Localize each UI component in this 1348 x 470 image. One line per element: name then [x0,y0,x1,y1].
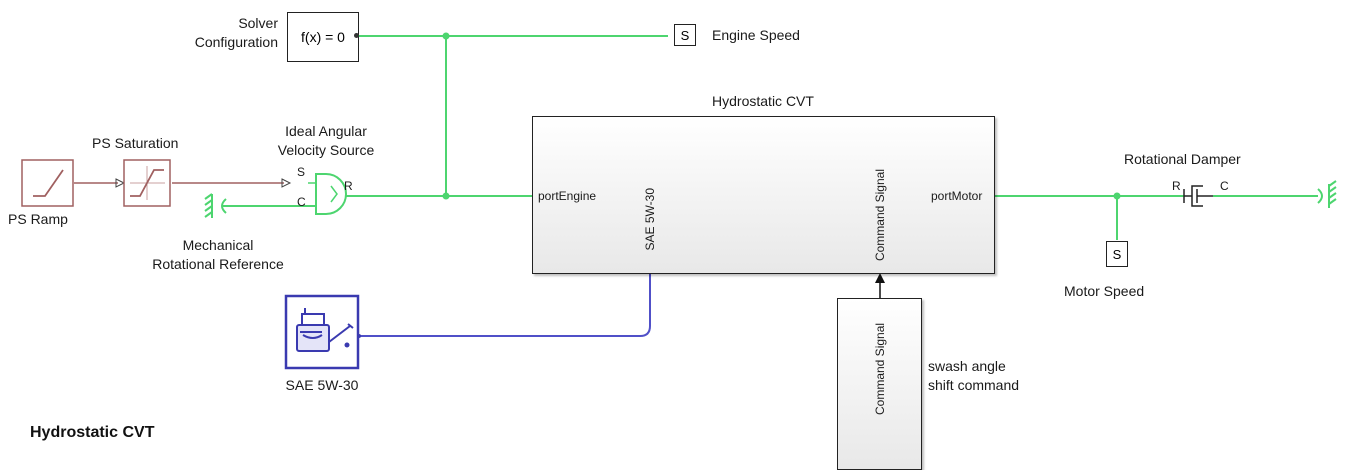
source-arrow-icon [330,185,338,203]
arrowhead-icon [115,178,126,188]
damper-label: Rotational Damper [1124,151,1241,167]
saturation-icon [130,169,164,197]
port-s-label: S [297,165,306,179]
velocity-source-block[interactable] [308,173,347,215]
junction-dot [442,192,450,200]
cvt-subsystem-block[interactable] [532,116,995,274]
damper-block[interactable] [1183,185,1213,207]
ps-saturation-block[interactable] [123,159,171,207]
port-fluid-label: SAE 5W-30 [643,188,657,251]
mech-reference-label: Mechanical Rotational Reference [152,237,284,272]
ps-ramp-label: PS Ramp [8,211,68,227]
motor-speed-label: Motor Speed [1064,283,1145,299]
motor-speed-block[interactable]: S [1106,241,1128,267]
fluid-block[interactable] [284,294,361,370]
ps-ramp-block[interactable] [21,159,74,207]
command-arrowhead-icon [875,273,885,283]
port-engine-label: portEngine [538,189,597,203]
ground-reference-icon [1317,180,1337,208]
oil-can-icon [296,308,354,352]
cvt-title: Hydrostatic CVT [712,93,814,109]
fluid-label: SAE 5W-30 [285,377,359,393]
velocity-source-label: Ideal Angular Velocity Source [277,123,375,158]
junction-dots [442,32,1121,200]
port-motor-label: portMotor [931,189,983,203]
fluid-wire[interactable] [359,272,651,337]
oil-drop-icon [344,342,350,348]
solver-label: Solver Configuration [194,15,278,50]
damper-port-c-label: C [1220,179,1229,193]
engine-speed-label: Engine Speed [712,27,800,43]
command-port-label: Command Signal [873,322,887,415]
mech-reference-block[interactable] [204,193,227,218]
ramp-icon [33,169,64,197]
mechanical-wires [223,35,1318,240]
model-title: Hydrostatic CVT [30,424,155,441]
command-label: swash angle shift command [928,358,1020,393]
junction-dot [1113,192,1121,200]
port-dot [357,334,361,338]
diagram-canvas: Solver Configuration f(x) = 0 S Engine S… [8,12,1337,470]
solver-block[interactable]: f(x) = 0 [287,12,359,62]
damper-port-r-label: R [1172,179,1181,193]
ps-arrowheads [115,178,292,188]
ps-saturation-label: PS Saturation [92,135,179,151]
port-r-label: R [344,179,353,193]
junction-dot [442,32,450,40]
solver-port-dot [354,33,359,38]
port-command-label: Command Signal [873,169,887,262]
engine-speed-block[interactable]: S [674,24,696,46]
wiring-layer [21,32,1337,370]
port-c-label: C [297,195,306,209]
solver-text: f(x) = 0 [301,29,345,45]
arrowhead-icon [281,178,292,188]
command-signal-block[interactable] [837,298,922,470]
